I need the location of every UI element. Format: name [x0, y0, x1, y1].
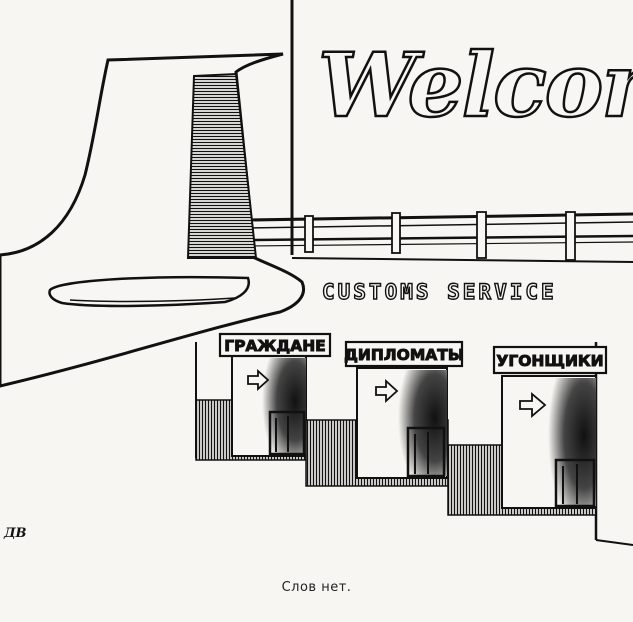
- counter-hijackers: УГОНЩИКИ: [447, 345, 608, 516]
- airplane: [0, 52, 305, 388]
- welcome-sign: Welcom: [318, 33, 633, 137]
- customs-hall: CUSTOMS SERVICE ГРАЖДАНЕ ДИПЛОМАТЫ: [195, 279, 633, 546]
- sign-diplomats: ДИПЛОМАТЫ: [344, 346, 464, 364]
- artist-signature: ДВ: [3, 526, 27, 541]
- terminal-building: Welcom: [249, 0, 633, 263]
- arrow-right-icon: [375, 378, 399, 404]
- deck-railing: [249, 211, 633, 261]
- sign-hijackers: УГОНЩИКИ: [496, 352, 603, 370]
- counter-citizens: ГРАЖДАНЕ: [195, 332, 332, 461]
- counter-diplomats: ДИПЛОМАТЫ: [305, 340, 464, 487]
- sign-citizens: ГРАЖДАНЕ: [224, 337, 326, 355]
- caption: Слов нет.: [281, 580, 352, 595]
- customs-service-sign: CUSTOMS SERVICE: [322, 280, 557, 304]
- arrow-right-icon: [519, 392, 547, 418]
- arrow-right-icon: [247, 368, 270, 392]
